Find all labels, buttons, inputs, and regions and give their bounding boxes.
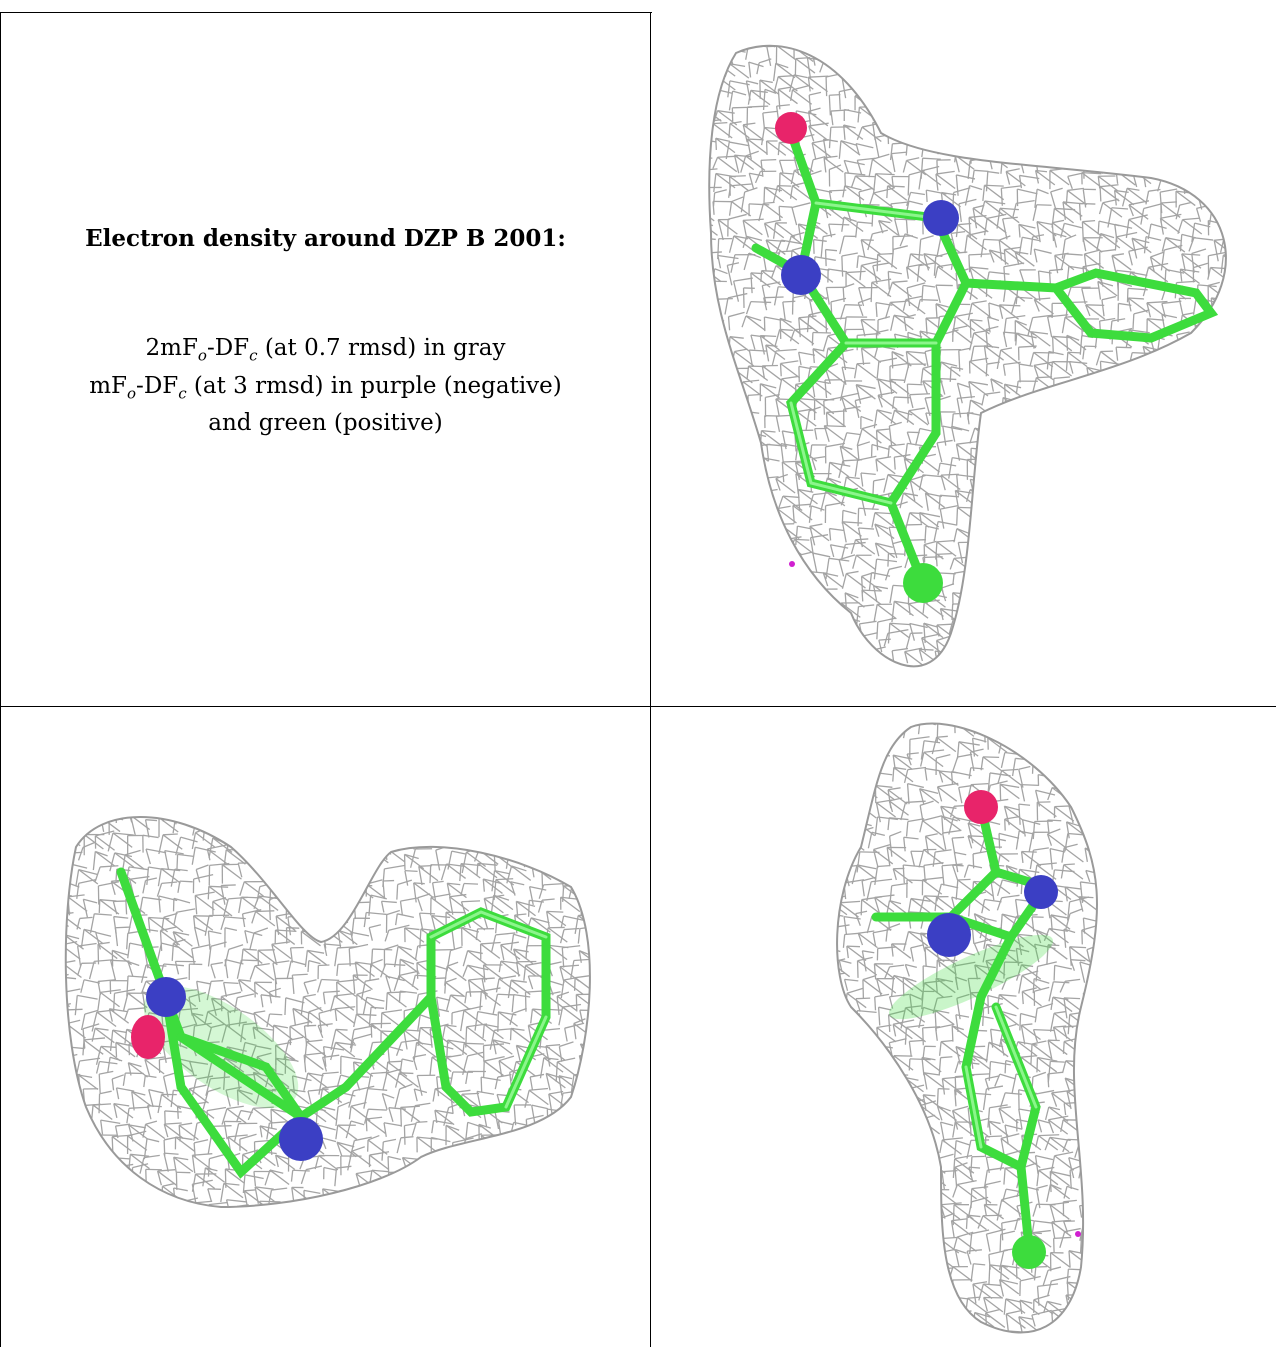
table-left-rule xyxy=(0,12,1,1347)
nitrogen-atom-icon xyxy=(781,255,821,295)
caption-body: 2mFo-DFc (at 0.7 rmsd) in gray mFo-DFc (… xyxy=(1,333,650,438)
negative-density-blob-icon xyxy=(789,561,795,567)
density-outline xyxy=(708,44,1227,668)
caption-map2-line: mFo-DFc (at 3 rmsd) in purple (negative) xyxy=(89,372,562,403)
oxygen-atom-icon xyxy=(131,1015,165,1059)
nitrogen-atom-icon xyxy=(923,200,959,236)
nitrogen-atom-icon xyxy=(146,977,186,1017)
molecule-density-view-2 xyxy=(64,816,591,1209)
nitrogen-atom-icon xyxy=(927,913,971,957)
chlorine-atom-icon xyxy=(903,563,943,603)
molecule-density-view-3 xyxy=(836,722,1098,1334)
oxygen-atom-icon xyxy=(964,790,998,824)
density-mesh xyxy=(65,817,590,1207)
density-outline xyxy=(836,722,1098,1334)
density-mesh xyxy=(709,45,1226,667)
table-middle-rule xyxy=(0,706,1276,707)
nitrogen-atom-icon xyxy=(279,1117,323,1161)
caption-title: Electron density around DZP B 2001: xyxy=(85,225,566,252)
positive-density-blob xyxy=(888,934,1054,1020)
chlorine-atom-icon xyxy=(1012,1235,1046,1269)
negative-density-blob-icon xyxy=(1075,1231,1081,1237)
ligand-sticks xyxy=(871,802,1054,1252)
top-right-view xyxy=(651,13,1276,706)
caption-map1-line: 2mFo-DFc (at 0.7 rmsd) in gray xyxy=(145,335,506,365)
oxygen-atom-icon xyxy=(775,112,807,144)
bottom-right-view xyxy=(651,707,1276,1347)
table-center-rule xyxy=(650,12,651,1347)
density-mesh xyxy=(837,723,1098,1333)
caption-map2-continuation: and green (positive) xyxy=(208,410,443,437)
table-top-rule xyxy=(0,12,652,13)
density-outline xyxy=(64,816,591,1209)
bottom-left-view xyxy=(1,707,650,1347)
caption-cell: Electron density around DZP B 2001: 2mFo… xyxy=(1,13,650,706)
molecule-density-view-1 xyxy=(708,44,1227,668)
nitrogen-atom-icon xyxy=(1024,875,1058,909)
